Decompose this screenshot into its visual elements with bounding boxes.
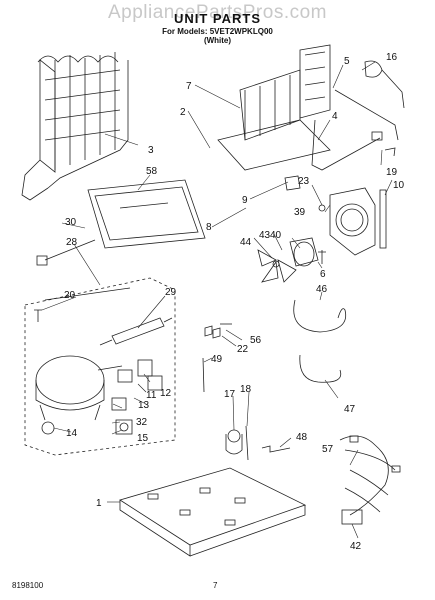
relay-overload-drawing — [111, 359, 163, 435]
callout-29: 29 — [165, 287, 177, 298]
fan-motor-drawing — [257, 237, 326, 283]
model-subtitle: For Models: 5VET2WPKLQ00 — [162, 27, 273, 36]
callout-32: 32 — [136, 417, 148, 428]
leader-lines — [41, 61, 393, 539]
callout-4: 4 — [332, 111, 338, 122]
callout-39: 39 — [294, 207, 306, 218]
callout-8: 8 — [206, 222, 212, 233]
callout-labels: 1 2 3 4 5 6 7 8 9 10 11 12 13 14 15 16 1… — [64, 52, 405, 552]
callout-40: 40 — [270, 230, 282, 241]
callout-22: 22 — [237, 344, 249, 355]
callout-56: 56 — [250, 335, 262, 346]
callout-7: 7 — [186, 81, 192, 92]
callout-28: 28 — [66, 237, 78, 248]
callout-5: 5 — [344, 56, 350, 67]
callout-19: 19 — [386, 167, 398, 178]
callout-17: 17 — [224, 389, 236, 400]
screw-20-drawing — [34, 309, 42, 322]
callout-12: 12 — [160, 388, 172, 399]
document-number: 8198100 — [12, 581, 44, 590]
callout-58: 58 — [146, 166, 158, 177]
power-cord-drawing — [36, 239, 96, 266]
compressor-drawing — [35, 287, 131, 435]
callout-2: 2 — [180, 107, 186, 118]
callout-23: 23 — [298, 176, 310, 187]
model-variant: (White) — [203, 36, 232, 45]
grommet-bolt-drawing — [225, 425, 249, 461]
fan-shroud-drawing — [329, 187, 376, 256]
callout-15: 15 — [137, 433, 149, 444]
callout-18: 18 — [240, 384, 252, 395]
callout-46: 46 — [316, 284, 328, 295]
capillary-tube-drawing — [311, 60, 405, 171]
callout-30: 30 — [65, 217, 77, 228]
callout-20: 20 — [64, 290, 76, 301]
callout-16: 16 — [386, 52, 398, 63]
condenser-coil-drawing — [21, 52, 129, 201]
callout-11: 11 — [146, 390, 157, 401]
terminal-clips-drawing — [204, 323, 232, 339]
filter-dryer-drawing — [99, 317, 173, 346]
callout-9: 9 — [242, 195, 248, 206]
heater-strip-drawing — [379, 189, 387, 249]
callout-6: 6 — [320, 269, 326, 280]
evaporator-drawing — [217, 44, 331, 171]
callout-1: 1 — [96, 498, 102, 509]
callout-57: 57 — [322, 444, 334, 455]
callout-10: 10 — [393, 180, 405, 191]
page-number: 7 — [213, 581, 218, 590]
callout-49: 49 — [211, 354, 223, 365]
callout-47: 47 — [344, 404, 356, 415]
callout-44: 44 — [240, 237, 252, 248]
tubing-drawing — [293, 299, 347, 383]
rod-drawing — [261, 445, 291, 453]
callout-43: 43 — [259, 230, 271, 241]
callout-42: 42 — [350, 541, 362, 552]
drain-tube-drawing — [202, 357, 205, 393]
callout-13: 13 — [138, 400, 150, 411]
drain-cover-drawing — [87, 179, 206, 249]
screw-drawing — [318, 204, 326, 212]
compressor-group-outline — [24, 277, 176, 456]
callout-48: 48 — [296, 432, 308, 443]
wire-harness-drawing — [339, 435, 401, 525]
page-title: UNIT PARTS — [173, 11, 262, 26]
bracket-drawing — [284, 175, 301, 191]
callout-14: 14 — [66, 428, 78, 439]
watermark: AppliancePartsPros.com — [107, 2, 328, 23]
base-pan-drawing — [119, 467, 307, 557]
callout-3: 3 — [148, 145, 154, 156]
